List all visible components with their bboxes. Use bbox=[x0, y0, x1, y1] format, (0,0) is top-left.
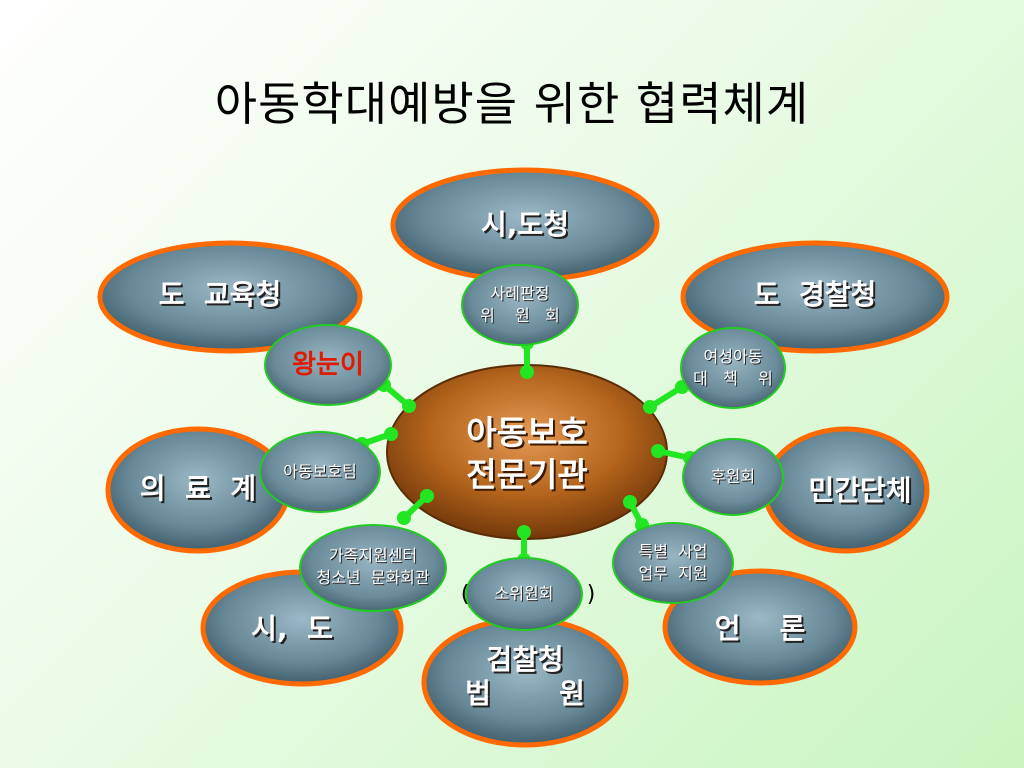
inner-node-women bbox=[680, 327, 786, 409]
outer-node-right bbox=[762, 426, 930, 554]
inner-node-team bbox=[259, 431, 381, 513]
page-title: 아동학대예방을 위한 협력체계 bbox=[214, 77, 810, 131]
outer-node-bottom-right bbox=[662, 568, 858, 686]
outer-node-top-right bbox=[680, 240, 950, 354]
inner-node-wangnuni bbox=[264, 324, 392, 406]
inner-node-subcommittee bbox=[465, 557, 583, 631]
inner-node-sponsor bbox=[682, 438, 784, 516]
outer-node-top bbox=[390, 167, 660, 283]
inner-node-committee bbox=[461, 264, 579, 346]
outer-node-left bbox=[105, 426, 291, 554]
outer-node-bottom bbox=[421, 616, 629, 748]
center-node bbox=[386, 364, 668, 540]
inner-node-special bbox=[612, 522, 734, 604]
outer-node-top-left bbox=[97, 240, 363, 354]
inner-node-youth bbox=[299, 524, 447, 612]
